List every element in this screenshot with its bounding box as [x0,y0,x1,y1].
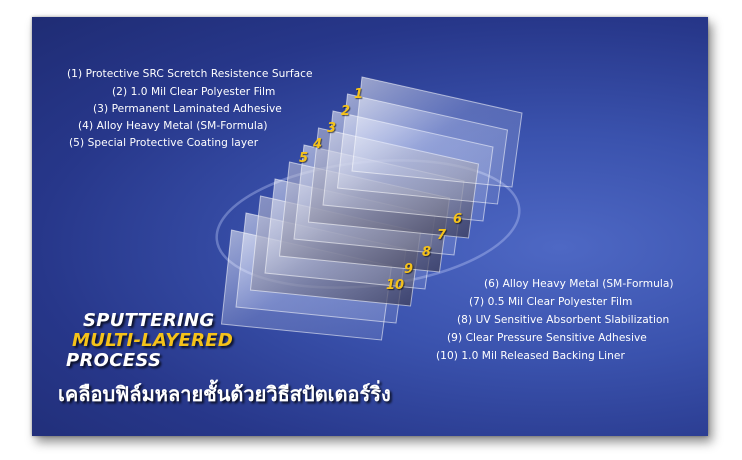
layer-label-6: (6) Alloy Heavy Metal (SM-Formula) [484,278,674,290]
film-sheet-1 [351,76,523,188]
layer-label-1: (1) Protective SRC Scretch Resistence Su… [67,68,313,80]
layer-number-4: 4 [313,137,323,152]
layer-number-2: 2 [341,104,351,119]
layer-label-10: (10) 1.0 Mil Released Backing Liner [436,350,625,362]
layer-number-3: 3 [327,121,337,136]
layer-number-10: 10 [386,278,405,293]
title-line-process: PROCESS [66,350,162,371]
layer-number-1: 1 [354,87,364,102]
title-line-multi-layered: MULTI-LAYERED [72,330,234,351]
layer-label-7: (7) 0.5 Mil Clear Polyester Film [469,296,633,308]
layer-number-5: 5 [299,151,309,166]
layer-number-9: 9 [404,262,414,277]
layer-label-2: (2) 1.0 Mil Clear Polyester Film [112,86,276,98]
layer-label-8: (8) UV Sensitive Absorbent Slabilization [457,314,670,326]
layer-number-7: 7 [437,228,447,243]
layer-label-4: (4) Alloy Heavy Metal (SM-Formula) [78,120,268,132]
infographic-card: (1) Protective SRC Scretch Resistence Su… [32,17,708,436]
layer-number-8: 8 [422,245,432,260]
layer-label-9: (9) Clear Pressure Sensitive Adhesive [447,332,647,344]
layer-label-3: (3) Permanent Laminated Adhesive [93,103,282,115]
film-layer-stack [215,76,523,341]
title-line-sputtering: SPUTTERING [83,310,215,331]
layer-number-6: 6 [453,212,463,227]
thai-caption: เคลือบฟิล์มหลายชั้นด้วยวิธีสปัตเตอร์ริ่ง [58,382,391,406]
layer-label-5: (5) Special Protective Coating layer [69,137,259,149]
